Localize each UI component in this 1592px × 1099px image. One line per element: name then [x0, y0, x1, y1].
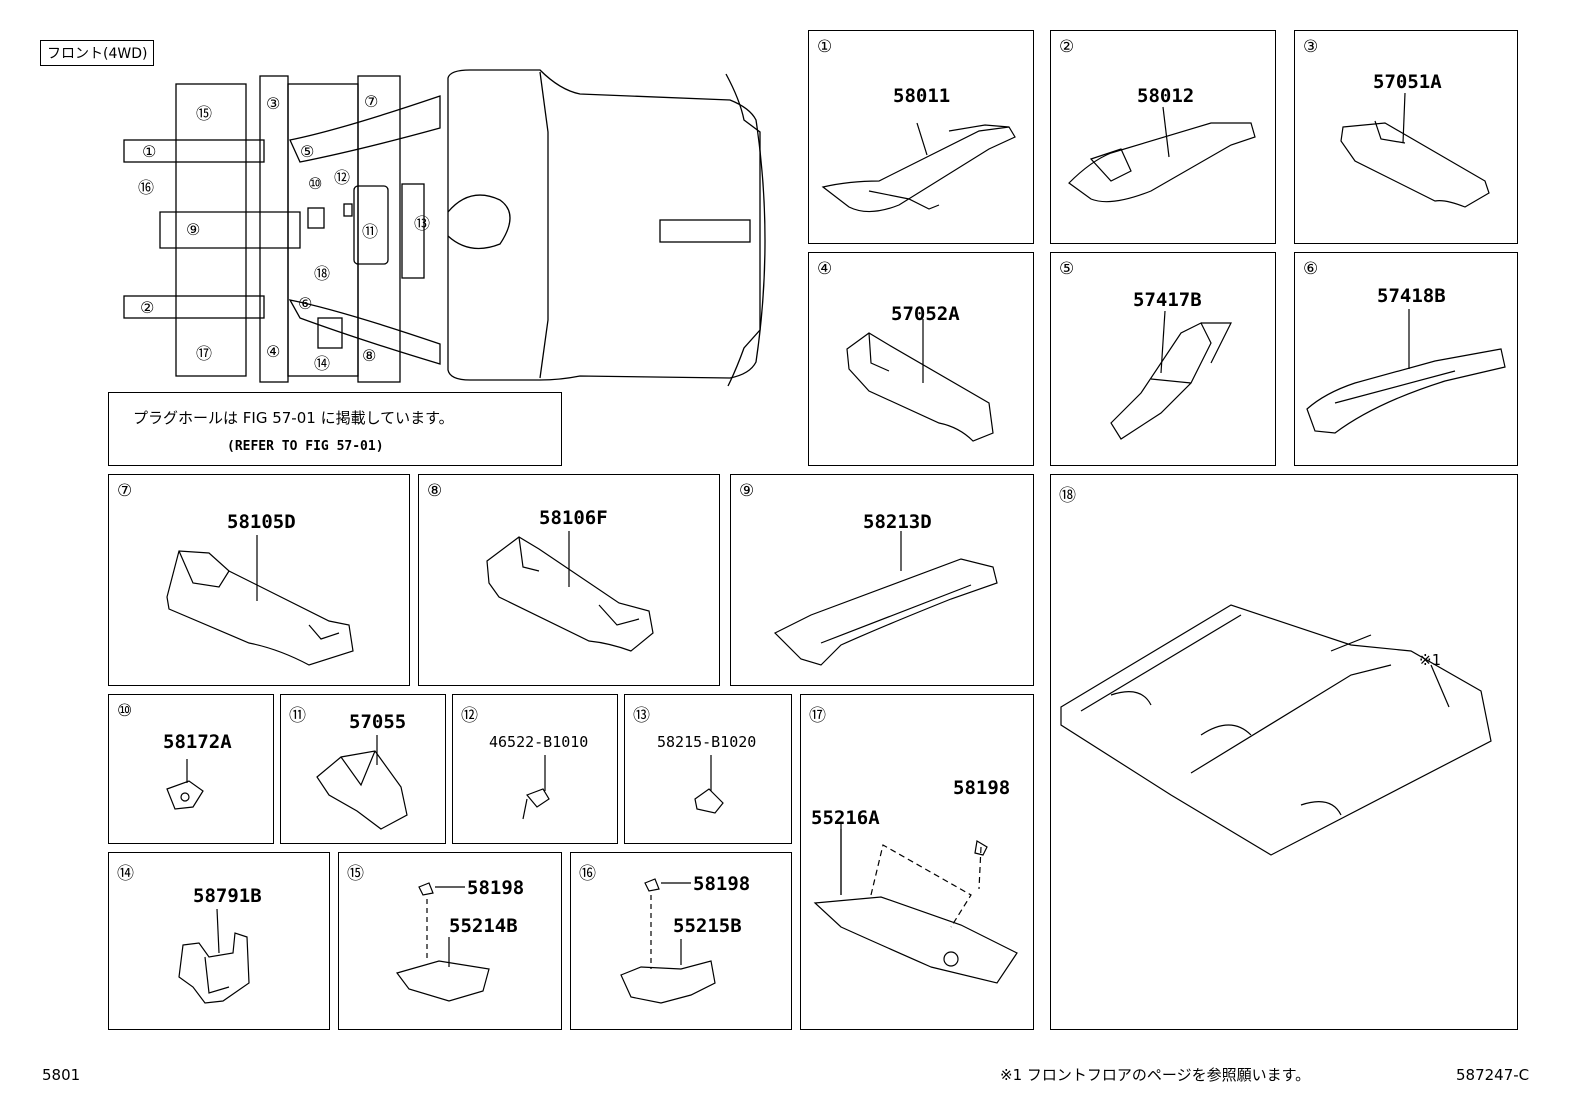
callout-4: ④ — [266, 342, 281, 361]
panel-5: ⑤ 57417B — [1050, 252, 1276, 466]
callout-16: ⑯ — [138, 178, 155, 197]
panel-number: ⑨ — [739, 481, 755, 501]
panel-number: ⑬ — [633, 706, 650, 726]
panel-number: ⑭ — [117, 864, 134, 884]
panel-number: ⑱ — [1059, 486, 1076, 506]
panel-number: ⑦ — [117, 481, 133, 501]
figure-code: 587247-C — [1456, 1066, 1530, 1084]
panel-10: ⑩ 58172A — [108, 694, 274, 844]
callout-14: ⑭ — [314, 354, 331, 373]
part-code: 57417B — [1133, 289, 1202, 311]
panel-number: ⑪ — [289, 706, 306, 726]
part-code: 58011 — [893, 85, 951, 107]
panel-number: ③ — [1303, 37, 1319, 57]
callout-5: ⑤ — [300, 142, 315, 161]
part-code-clip: 58198 — [953, 777, 1011, 799]
panel-17: ⑰ 58198 55216A — [800, 694, 1034, 1030]
panel-16: ⑯ 58198 55215B — [570, 852, 792, 1030]
callout-7: ⑦ — [364, 92, 379, 111]
part-code: 58172A — [163, 731, 232, 753]
panel-7: ⑦ 58105D — [108, 474, 410, 686]
panel-8: ⑧ 58106F — [418, 474, 720, 686]
callout-13: ⑬ — [414, 214, 431, 233]
panel-15: ⑮ 58198 55214B — [338, 852, 562, 1030]
page-number: 5801 — [42, 1066, 81, 1084]
callout-10: ⑩ — [308, 174, 323, 193]
panel-2: ② 58012 — [1050, 30, 1276, 244]
callout-1: ① — [142, 142, 157, 161]
part-code: 46522-B1010 — [489, 733, 589, 751]
refer-mark: ※1 — [1419, 651, 1441, 669]
part-code-cover: 55215B — [673, 915, 742, 937]
part-code: 58106F — [539, 507, 608, 529]
panel-13: ⑬ 58215-B1020 — [624, 694, 792, 844]
panel-number: ② — [1059, 37, 1075, 57]
part-code-clip: 58198 — [467, 877, 525, 899]
callout-11: ⑪ — [362, 222, 379, 241]
part-code-clip: 58198 — [693, 873, 751, 895]
panel-18: ⑱ ※1 — [1050, 474, 1518, 1030]
panel-4: ④ 57052A — [808, 252, 1034, 466]
part-code: 57418B — [1377, 285, 1446, 307]
panel-3: ③ 57051A — [1294, 30, 1518, 244]
part-code-cover: 55216A — [811, 807, 880, 829]
panel-number: ⑥ — [1303, 259, 1319, 279]
plug-hole-note: プラグホールは FIG 57-01 に掲載しています。 (REFER TO FI… — [108, 392, 562, 466]
footnote: ※1 フロントフロアのページを参照願います。 — [1000, 1066, 1311, 1084]
panel-number: ⑧ — [427, 481, 443, 501]
panel-12: ⑫ 46522-B1010 — [452, 694, 618, 844]
callout-15: ⑮ — [196, 104, 213, 123]
part-code: 58213D — [863, 511, 932, 533]
callout-17: ⑰ — [196, 344, 213, 363]
note-english: (REFER TO FIG 57-01) — [227, 439, 384, 454]
callout-9: ⑨ — [186, 220, 201, 239]
panel-number: ⑯ — [579, 864, 596, 884]
panel-number: ④ — [817, 259, 833, 279]
callout-8: ⑧ — [362, 346, 377, 365]
part-code: 58215-B1020 — [657, 733, 757, 751]
floor-overview-diagram — [123, 69, 766, 387]
callout-2: ② — [140, 298, 155, 317]
part-code: 57055 — [349, 711, 407, 733]
panel-number: ⑩ — [117, 701, 133, 721]
front-4wd-label: フロント(4WD) — [40, 40, 155, 66]
part-code: 57051A — [1373, 71, 1442, 93]
panel-number: ⑮ — [347, 864, 364, 884]
panel-number: ⑫ — [461, 706, 478, 726]
panel-1: ① 58011 — [808, 30, 1034, 244]
callout-12: ⑫ — [334, 168, 351, 187]
part-code: 57052A — [891, 303, 960, 325]
panel-9: ⑨ 58213D — [730, 474, 1034, 686]
callout-18: ⑱ — [314, 264, 331, 283]
part-code: 58105D — [227, 511, 296, 533]
part-code: 58791B — [193, 885, 262, 907]
part-code: 58012 — [1137, 85, 1195, 107]
panel-number: ⑤ — [1059, 259, 1075, 279]
panel-number: ⑰ — [809, 706, 826, 726]
panel-11: ⑪ 57055 — [280, 694, 446, 844]
callout-3: ③ — [266, 94, 281, 113]
panel-6: ⑥ 57418B — [1294, 252, 1518, 466]
panel-number: ① — [817, 37, 833, 57]
panel-14: ⑭ 58791B — [108, 852, 330, 1030]
note-japanese: プラグホールは FIG 57-01 に掲載しています。 — [133, 409, 454, 427]
callout-6: ⑥ — [298, 294, 313, 313]
part-code-cover: 55214B — [449, 915, 518, 937]
